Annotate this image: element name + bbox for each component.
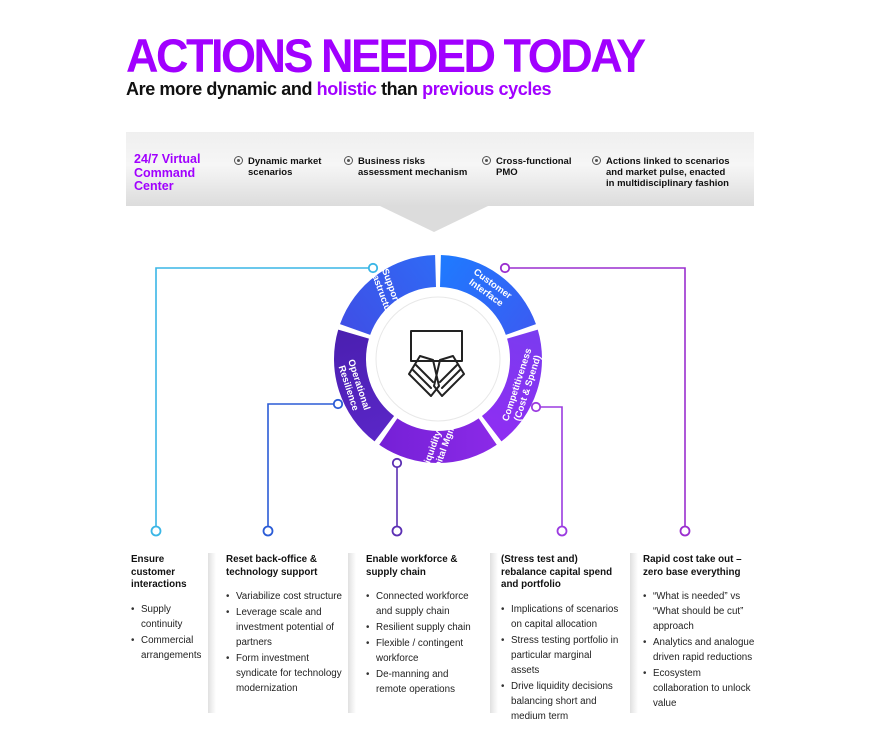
banner-feature-1: Dynamic market scenarios bbox=[234, 156, 334, 178]
connector-node-operational-end bbox=[391, 525, 403, 537]
list-item: Flexible / contingent workforce bbox=[366, 636, 478, 666]
list-item: Drive liquidity decisions balancing shor… bbox=[501, 679, 619, 724]
connector-nodes bbox=[150, 262, 691, 537]
laptop-hands-icon bbox=[408, 330, 465, 397]
column-heading: Ensure customer interactions bbox=[131, 554, 187, 590]
target-icon bbox=[234, 156, 243, 165]
subtitle-part-2: than bbox=[376, 79, 423, 99]
list-item: Leverage scale and investment potential … bbox=[226, 605, 344, 650]
banner-feature-3: Cross-functional PMO bbox=[482, 156, 582, 178]
command-center-banner: 24/7 Virtual Command Center Dynamic mark… bbox=[126, 132, 754, 206]
wheel-hub-outline bbox=[375, 296, 501, 422]
connector-node-competitiveness-end bbox=[679, 525, 691, 537]
column-heading: Reset back-office & technology support bbox=[226, 554, 318, 578]
connector-line-customer bbox=[155, 267, 373, 531]
connector-line-liquidity bbox=[536, 406, 563, 531]
target-icon bbox=[344, 156, 353, 165]
wheel-segment-liquidity-capital bbox=[379, 418, 497, 463]
connector-node-support-start bbox=[332, 398, 344, 410]
list-item: Connected workforce and supply chain bbox=[366, 589, 478, 619]
connector-node-liquidity-end bbox=[556, 525, 568, 537]
banner-pointer-arrow bbox=[380, 206, 488, 232]
banner-title: 24/7 Virtual Command Center bbox=[134, 152, 201, 193]
column-list: Variabilize cost structure Leverage scal… bbox=[226, 589, 344, 696]
wheel-hub bbox=[376, 297, 500, 421]
wheel-segment-operational-resilience bbox=[333, 329, 395, 442]
page-title: ACTIONS NEEDED TODAY bbox=[126, 28, 646, 83]
connector-lines bbox=[155, 267, 686, 531]
list-item: Stress testing portfolio in particular m… bbox=[501, 633, 619, 678]
connector-line-competitiveness bbox=[505, 267, 686, 531]
column-list: Implications of scenarios on capital all… bbox=[501, 602, 619, 724]
connector-node-customer-start bbox=[367, 262, 379, 274]
wheel-segment-competitiveness bbox=[481, 329, 542, 442]
list-item: Ecosystem collaboration to unlock value bbox=[643, 666, 755, 711]
subtitle-part-1: Are more dynamic and bbox=[126, 79, 317, 99]
column-list: Connected workforce and supply chain Res… bbox=[366, 589, 478, 697]
banner-feature-2: Business risks assessment mechanism bbox=[344, 156, 470, 178]
connector-node-competitiveness-start bbox=[499, 262, 511, 274]
list-item: Variabilize cost structure bbox=[226, 589, 344, 604]
connector-node-liquidity-start bbox=[530, 401, 542, 413]
page-subtitle: Are more dynamic and holistic than previ… bbox=[126, 79, 552, 100]
column-list: “What is needed” vs “What should be cut”… bbox=[643, 589, 755, 711]
column-heading: Enable workforce & supply chain bbox=[366, 554, 458, 578]
list-item: Implications of scenarios on capital all… bbox=[501, 602, 619, 632]
wheel-segment-support-infrastructure bbox=[340, 255, 436, 335]
column-customer: Ensure customer interactions Supply cont… bbox=[131, 554, 211, 664]
connector-node-support-end bbox=[262, 525, 274, 537]
connector-node-customer-end bbox=[150, 525, 162, 537]
list-item: Supply continuity bbox=[131, 602, 211, 632]
list-item: “What is needed” vs “What should be cut”… bbox=[643, 589, 755, 634]
list-item: De-manning and remote operations bbox=[366, 667, 478, 697]
column-list: Supply continuity Commercial arrangement… bbox=[131, 602, 211, 663]
connector-node-operational-start bbox=[391, 457, 403, 469]
list-item: Analytics and analogue driven rapid redu… bbox=[643, 635, 755, 665]
column-divider-4 bbox=[630, 553, 638, 713]
column-cost: Rapid cost take out – zero base everythi… bbox=[643, 554, 755, 712]
wheel-segments bbox=[333, 255, 542, 463]
column-divider-1 bbox=[208, 553, 216, 713]
target-icon bbox=[482, 156, 491, 165]
connector-line-support bbox=[267, 403, 338, 531]
subtitle-highlight-holistic: holistic bbox=[316, 79, 377, 99]
wheel-segment-customer-interface bbox=[440, 255, 536, 335]
column-heading: (Stress test and) rebalance capital spen… bbox=[501, 554, 613, 590]
list-item: Form investment syndicate for technology… bbox=[226, 651, 344, 696]
subtitle-highlight-previous: previous cycles bbox=[422, 79, 552, 99]
list-item: Commercial arrangements bbox=[131, 633, 211, 663]
column-heading: Rapid cost take out – zero base everythi… bbox=[643, 554, 742, 578]
list-item: Resilient supply chain bbox=[366, 620, 478, 635]
banner-feature-4: Actions linked to scenarios and market p… bbox=[592, 156, 736, 189]
target-icon bbox=[592, 156, 601, 165]
column-divider-3 bbox=[490, 553, 498, 713]
column-capital: (Stress test and) rebalance capital spen… bbox=[501, 554, 619, 725]
column-back-office: Reset back-office & technology support V… bbox=[226, 554, 344, 697]
column-divider-2 bbox=[348, 553, 356, 713]
column-workforce: Enable workforce & supply chain Connecte… bbox=[366, 554, 478, 698]
